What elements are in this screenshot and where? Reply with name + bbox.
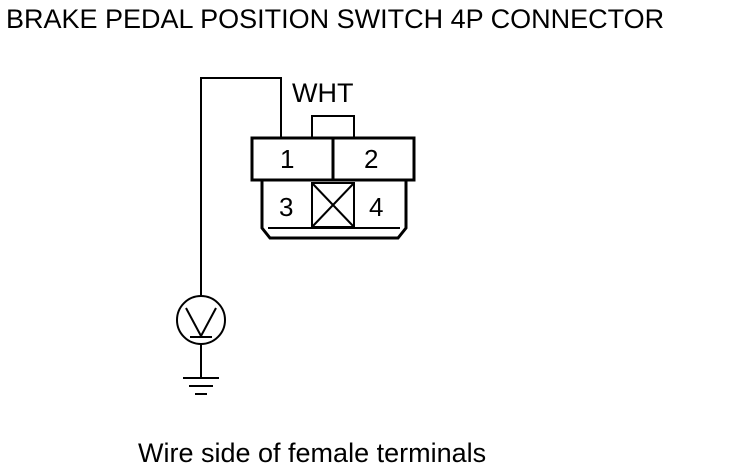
- voltmeter-icon: [176, 295, 226, 345]
- terminal-4-label: 4: [369, 192, 383, 222]
- terminal-3-label: 3: [279, 192, 293, 222]
- terminal-1-label: 1: [280, 144, 294, 174]
- diagram-caption: Wire side of female terminals: [138, 438, 486, 468]
- crossed-cavity-icon: [311, 182, 355, 228]
- connector-lock-tab: [311, 115, 355, 139]
- terminal-2-label: 2: [364, 144, 378, 174]
- connector-body: [250, 136, 416, 240]
- probe-wire: [200, 77, 282, 297]
- ground-icon: [183, 377, 219, 395]
- connector-bottom-row: [260, 180, 408, 240]
- diagram-title: BRAKE PEDAL POSITION SWITCH 4P CONNECTOR: [6, 4, 664, 34]
- wire-color-label: WHT: [292, 78, 353, 108]
